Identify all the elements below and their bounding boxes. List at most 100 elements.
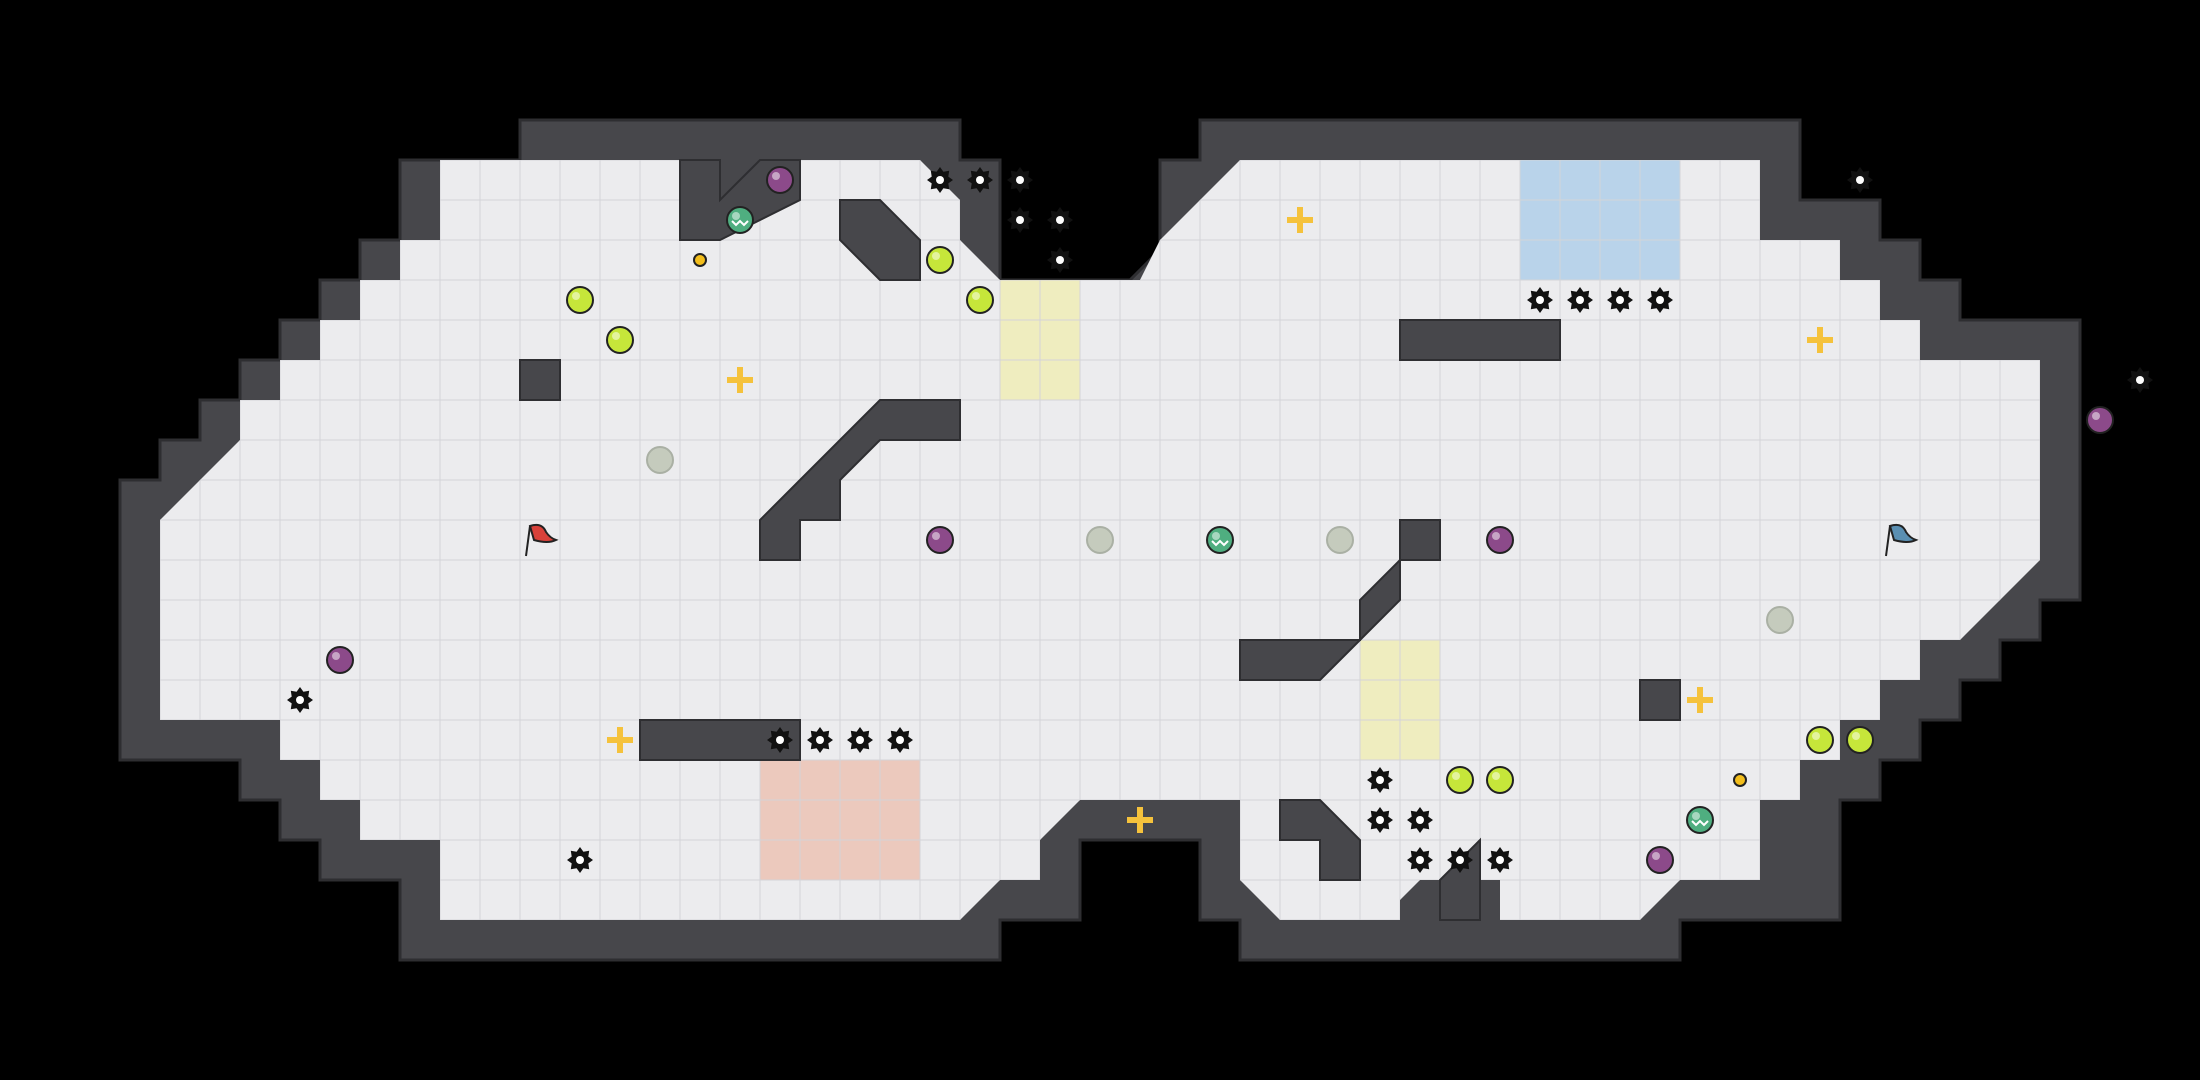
lime-ball-icon — [926, 246, 954, 274]
coin-icon — [693, 253, 707, 267]
lime-ball-icon-body — [1846, 726, 1874, 754]
lime-ball-icon-body — [1806, 726, 1834, 754]
stripe — [731, 219, 749, 227]
lime-ball-icon — [606, 326, 634, 354]
lime-ball-icon-shine — [1812, 732, 1820, 740]
sawblade-hub — [1056, 216, 1064, 224]
flag-pole — [525, 525, 531, 557]
sawblade-hub — [576, 856, 584, 864]
cross-h — [1287, 217, 1313, 223]
sawblade-hub — [1056, 256, 1064, 264]
purple-ball-icon-body — [766, 166, 794, 194]
sawblade-icon — [1647, 287, 1673, 313]
lime-ball-icon — [1806, 726, 1834, 754]
sawblade-hub — [1416, 816, 1424, 824]
lime-ball-icon-body — [1486, 766, 1514, 794]
lime-ball-icon-shine — [1492, 772, 1500, 780]
sawblade-hub — [816, 736, 824, 744]
lime-ball-icon-shine — [572, 292, 580, 300]
purple-ball-icon-body — [2086, 406, 2114, 434]
sawblade-icon — [1407, 847, 1433, 873]
lime-ball-icon-body — [566, 286, 594, 314]
purple-ball-icon — [1486, 526, 1514, 554]
sawblade-icon — [1007, 207, 1033, 233]
sawblade-icon — [1367, 767, 1393, 793]
purple-ball-icon — [2086, 406, 2114, 434]
wall-block — [1639, 679, 1681, 721]
sawblade-hub — [976, 176, 984, 184]
wall-block — [639, 719, 801, 761]
purple-ball-icon — [926, 526, 954, 554]
purple-ball-icon — [326, 646, 354, 674]
lime-ball-icon-body — [966, 286, 994, 314]
cross-pickup-icon — [607, 727, 633, 753]
sawblade-icon — [767, 727, 793, 753]
lime-ball-icon-shine — [612, 332, 620, 340]
sawblade-hub — [856, 736, 864, 744]
sawblade-hub — [1016, 176, 1024, 184]
cross-pickup-icon — [1287, 207, 1313, 233]
ghost-ball-icon — [646, 446, 674, 474]
sawblade-icon — [1407, 807, 1433, 833]
lime-ball-icon — [1486, 766, 1514, 794]
wall-block — [839, 199, 921, 281]
lime-ball-icon — [1446, 766, 1474, 794]
purple-ball-icon — [1646, 846, 1674, 874]
sawblade-icon — [1367, 807, 1393, 833]
coin-icon — [1733, 773, 1747, 787]
striped-ball-icon-shine — [1212, 532, 1220, 540]
lime-ball-icon — [966, 286, 994, 314]
wall-block — [1279, 799, 1361, 881]
sawblade-hub — [1496, 856, 1504, 864]
purple-ball-icon — [766, 166, 794, 194]
sawblade-icon — [1047, 247, 1073, 273]
sawblade-hub — [1376, 816, 1384, 824]
sawblade-hub — [1456, 856, 1464, 864]
striped-ball-icon — [726, 206, 754, 234]
sawblade-icon — [1567, 287, 1593, 313]
sawblade-hub — [1856, 176, 1864, 184]
striped-ball-icon — [1686, 806, 1714, 834]
lime-ball-icon-shine — [1852, 732, 1860, 740]
cross-h — [727, 377, 753, 383]
sawblade-hub — [1656, 296, 1664, 304]
sawblade-hub — [1016, 216, 1024, 224]
sawblade-icon — [847, 727, 873, 753]
wall-block — [759, 399, 961, 561]
purple-ball-icon-body — [326, 646, 354, 674]
sawblade-hub — [776, 736, 784, 744]
sawblade-icon — [287, 687, 313, 713]
purple-ball-icon-body — [1486, 526, 1514, 554]
cross-h — [1687, 697, 1713, 703]
sawblade-icon — [1047, 207, 1073, 233]
red-flag-icon — [525, 523, 559, 557]
sawblade-hub — [1416, 856, 1424, 864]
lime-ball-icon-body — [1446, 766, 1474, 794]
striped-ball-icon-shine — [1692, 812, 1700, 820]
cross-pickup-icon — [1687, 687, 1713, 713]
lime-ball-icon-shine — [1452, 772, 1460, 780]
sawblade-icon — [567, 847, 593, 873]
sawblade-hub — [1376, 776, 1384, 784]
purple-ball-icon-shine — [332, 652, 340, 660]
ghost-ball-icon — [1086, 526, 1114, 554]
sawblade-hub — [1576, 296, 1584, 304]
sawblade-icon — [927, 167, 953, 193]
purple-ball-icon-body — [1646, 846, 1674, 874]
sawblade-icon — [1487, 847, 1513, 873]
sawblade-icon — [1607, 287, 1633, 313]
sawblade-hub — [296, 696, 304, 704]
sawblade-icon — [1847, 167, 1873, 193]
sawblade-hub — [1616, 296, 1624, 304]
stripe — [1211, 539, 1229, 547]
cross-h — [1127, 817, 1153, 823]
cross-pickup-icon — [1807, 327, 1833, 353]
sawblade-hub — [2136, 376, 2144, 384]
flag-pole — [1885, 525, 1891, 557]
lime-ball-icon-body — [606, 326, 634, 354]
flag-cloth — [1888, 523, 1919, 543]
blue-flag-icon — [1885, 523, 1919, 557]
purple-ball-icon-shine — [2092, 412, 2100, 420]
